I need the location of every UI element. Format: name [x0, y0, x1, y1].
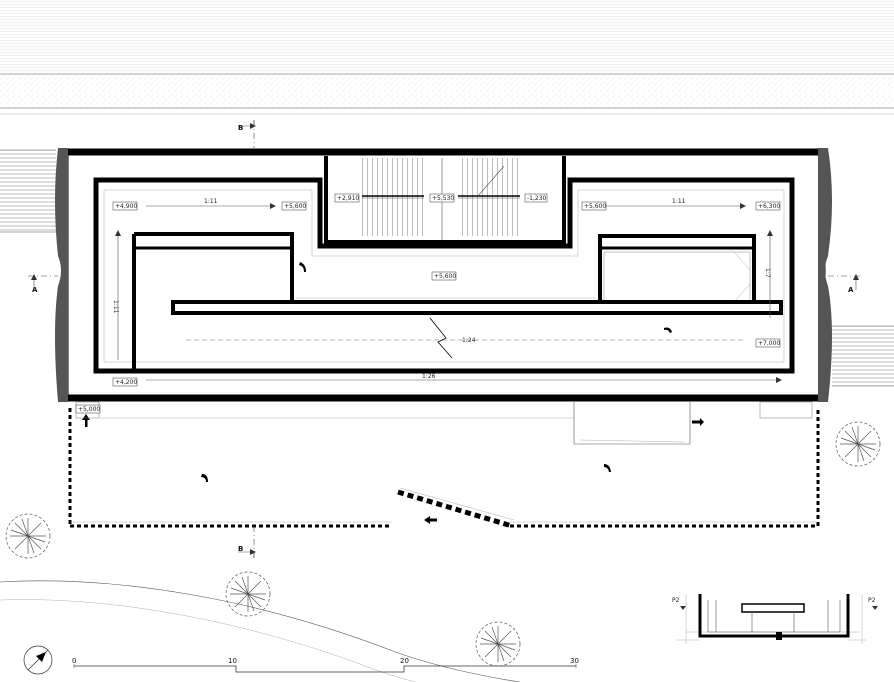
level-tag: +2,910 [334, 193, 359, 203]
scale-tick-10: 10 [228, 657, 237, 665]
section-marker-b-top: B [238, 124, 243, 132]
inner-ramp-wall [93, 177, 795, 374]
building-outer-wall [55, 148, 832, 402]
level-5600-a: +5,600 [284, 203, 306, 210]
level-4200: +4,200 [115, 379, 137, 386]
level-tag: -1,230 [524, 193, 548, 203]
level-6300: +6,300 [758, 203, 780, 210]
scale-bar [73, 664, 577, 673]
level-5600-b: +5,600 [584, 203, 606, 210]
slope-middle: 1:24 [462, 337, 476, 344]
level-tag: +5,530 [429, 193, 454, 203]
staircase-core [324, 156, 566, 244]
level-5000: +5,000 [78, 406, 100, 413]
left-steps [0, 149, 56, 233]
tree-symbols [5, 421, 881, 667]
level-2910: +2,910 [337, 195, 359, 202]
ground-hatch [0, 0, 894, 72]
slope-left-vertical: 1:11 [112, 300, 119, 314]
inner-ramp-edge [103, 189, 785, 363]
level-tag: +7,000 [755, 338, 780, 348]
section-marker-a-right: A [848, 286, 854, 294]
right-steps [832, 325, 894, 387]
scale-tick-0: 0 [72, 657, 76, 665]
slope-top-right: 1:11 [672, 198, 686, 205]
slope-top-left: 1:11 [204, 198, 218, 205]
level-neg1230: -1,230 [527, 195, 547, 202]
section-marker-a-left: A [32, 286, 38, 294]
level-7000: +7,000 [758, 340, 780, 347]
cross-wall [132, 234, 783, 371]
level-tag: +5,600 [431, 271, 456, 281]
scale-tick-30: 30 [570, 657, 579, 665]
terrace-fence [68, 408, 820, 529]
entry-ramp [75, 401, 813, 445]
slope-right-vertical: 1:7 [764, 268, 771, 278]
level-tag: +4,900 [112, 201, 137, 211]
key-plan-p2-right: P2 [868, 597, 876, 604]
road-band [0, 73, 894, 115]
level-5600-c: +5,600 [434, 273, 456, 280]
level-tag: +5,600 [281, 201, 306, 211]
slope-bottom: 1:26 [422, 373, 436, 380]
scale-tick-20: 20 [400, 657, 409, 665]
level-5530: +5,530 [432, 195, 454, 202]
section-lines [28, 120, 862, 560]
north-arrow-icon [23, 645, 53, 675]
level-4900: +4,900 [115, 203, 137, 210]
slope-arrows [115, 203, 782, 383]
level-tag: +5,600 [581, 201, 606, 211]
direction-arrows [82, 262, 704, 524]
level-tag: +6,300 [755, 201, 780, 211]
key-plan [676, 594, 866, 644]
level-tag: +5,000 [75, 404, 100, 414]
key-plan-p2-left: P2 [672, 597, 680, 604]
section-marker-b-bottom: B [238, 545, 243, 553]
level-tag: +4,200 [112, 377, 137, 387]
curved-path [0, 580, 521, 682]
